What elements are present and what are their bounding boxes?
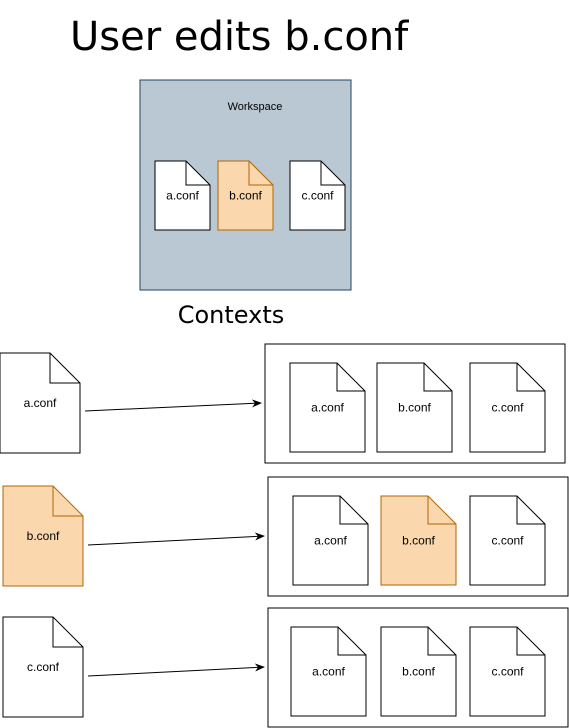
context-file: c.conf — [469, 495, 546, 586]
context-arrow — [87, 663, 265, 677]
file-label: a.conf — [166, 189, 199, 203]
file-label: b.conf — [402, 665, 435, 679]
file-label: a.conf — [312, 665, 345, 679]
file-label: b.conf — [402, 534, 435, 548]
file-label: c.conf — [491, 534, 524, 548]
context-source-file: a.conf — [0, 352, 81, 454]
context-file: a.conf — [292, 495, 369, 586]
workspace-file: a.conf — [154, 160, 211, 231]
file-label: a.conf — [24, 396, 57, 410]
workspace-file: c.conf — [289, 160, 346, 231]
context-file: c.conf — [469, 362, 546, 453]
context-arrow — [84, 399, 262, 412]
file-label: a.conf — [311, 401, 344, 415]
contexts-heading: Contexts — [178, 301, 285, 329]
context-row: c.conf a.conf b.conf c.conf — [2, 607, 569, 728]
context-file: c.conf — [469, 626, 546, 717]
context-file: b.conf — [376, 362, 453, 453]
context-row: b.conf a.conf b.conf c.conf — [2, 476, 569, 597]
file-label: b.conf — [398, 401, 431, 415]
workspace-file-group: a.conf b.conf c.conf — [154, 160, 346, 231]
context-arrow — [87, 532, 265, 546]
context-file: b.conf — [380, 495, 457, 586]
context-file: b.conf — [380, 626, 457, 717]
workspace-file: b.conf — [217, 160, 274, 231]
file-label: c.conf — [491, 401, 524, 415]
workspace-label: Workspace — [228, 101, 283, 113]
file-label: c.conf — [301, 189, 334, 203]
context-source-file: c.conf — [2, 616, 84, 718]
context-source-file: b.conf — [2, 485, 84, 587]
context-row: a.conf a.conf b.conf c.conf — [0, 343, 566, 464]
file-label: c.conf — [491, 665, 524, 679]
context-file: a.conf — [289, 362, 366, 453]
file-label: b.conf — [27, 529, 60, 543]
file-label: b.conf — [229, 189, 262, 203]
file-label: a.conf — [314, 534, 347, 548]
context-file: a.conf — [290, 626, 367, 717]
diagram-title: User edits b.conf — [70, 14, 409, 60]
file-label: c.conf — [27, 660, 60, 674]
